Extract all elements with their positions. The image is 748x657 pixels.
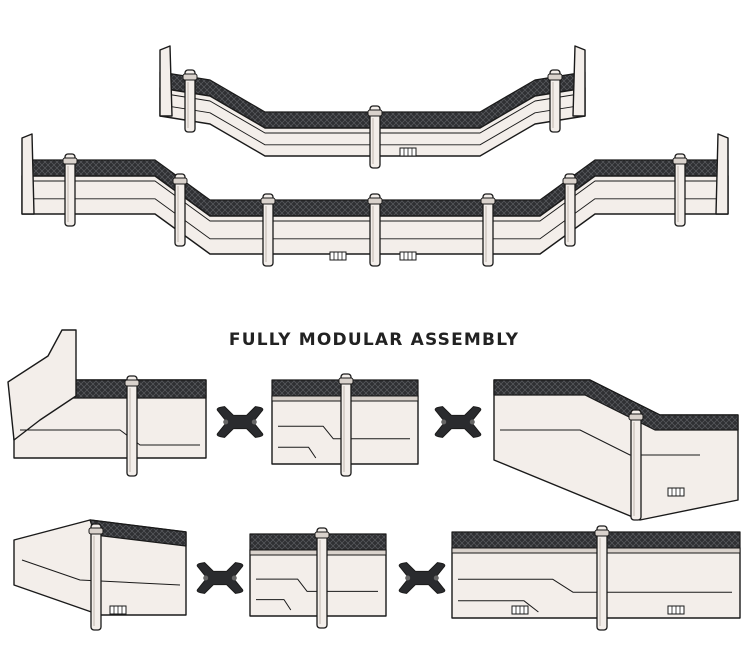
corner-curve <box>7 329 77 441</box>
vent-detail <box>109 605 127 615</box>
assembly-heading: FULLY MODULAR ASSEMBLY <box>228 330 520 350</box>
support-post <box>672 153 688 227</box>
module-corner-left <box>7 329 207 477</box>
panel-line <box>256 599 292 611</box>
support-post <box>124 375 140 477</box>
module-angled-right <box>493 379 739 521</box>
panel-line <box>256 578 378 592</box>
support-post <box>480 193 496 267</box>
vent-detail <box>399 251 417 261</box>
support-post <box>594 525 610 631</box>
support-post <box>367 193 383 267</box>
panel-line <box>278 425 410 440</box>
vent-detail <box>667 605 685 615</box>
upper-assembly <box>159 45 586 169</box>
module-angled-left <box>13 519 187 631</box>
vent-detail <box>329 251 347 261</box>
module-straight <box>271 373 419 477</box>
end-wall <box>21 133 35 215</box>
panel-line <box>278 446 317 459</box>
floor-grate <box>493 379 739 431</box>
panel-line <box>458 600 539 613</box>
panel-line <box>458 578 732 593</box>
support-post <box>260 193 276 267</box>
support-post <box>172 173 188 247</box>
support-post <box>367 105 383 169</box>
connector-clip <box>434 406 482 438</box>
panel-line <box>21 559 181 586</box>
vent-detail <box>667 487 685 497</box>
support-post <box>628 409 644 521</box>
support-post <box>562 173 578 247</box>
support-post <box>547 69 563 133</box>
support-post <box>182 69 198 133</box>
end-wall <box>572 45 586 117</box>
end-wall <box>159 45 173 117</box>
module-straight-long <box>451 525 741 631</box>
end-wall <box>715 133 729 215</box>
panel-line <box>500 429 700 456</box>
support-post <box>62 153 78 227</box>
vent-detail <box>511 605 529 615</box>
connector-clip <box>398 562 446 594</box>
connector-clip <box>196 562 244 594</box>
lower-assembly <box>21 133 729 267</box>
wall-face <box>451 547 741 619</box>
module-straight-short <box>249 527 387 629</box>
support-post <box>88 523 104 631</box>
vent-detail <box>399 147 417 157</box>
support-post <box>314 527 330 629</box>
support-post <box>338 373 354 477</box>
connector-clip <box>216 406 264 438</box>
